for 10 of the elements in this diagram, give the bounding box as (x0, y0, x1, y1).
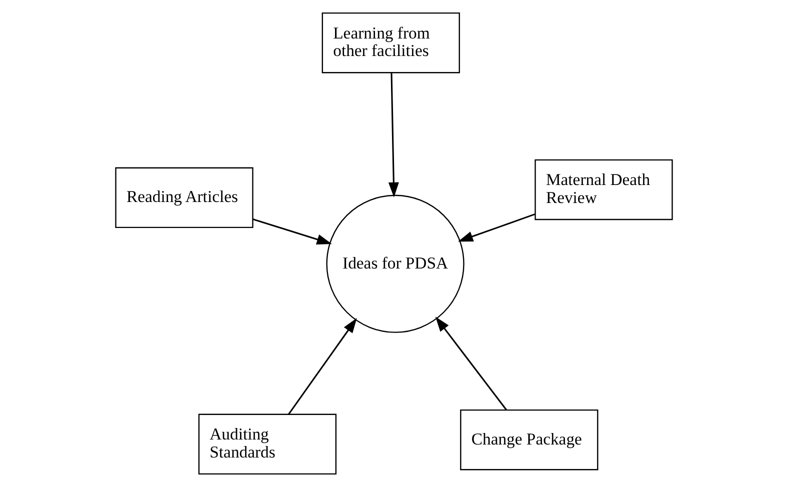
arrow (388, 72, 399, 198)
node-box: Reading Articles (115, 167, 254, 228)
arrow (288, 318, 357, 415)
node-box: Maternal Death Review (534, 159, 673, 220)
node-box: Learning from other facilities (322, 12, 460, 74)
arrow (435, 316, 508, 410)
node-box: Change Package (460, 410, 598, 470)
arrow (252, 218, 332, 244)
node-box: Auditing Standards (198, 414, 337, 475)
arrow (458, 213, 536, 242)
